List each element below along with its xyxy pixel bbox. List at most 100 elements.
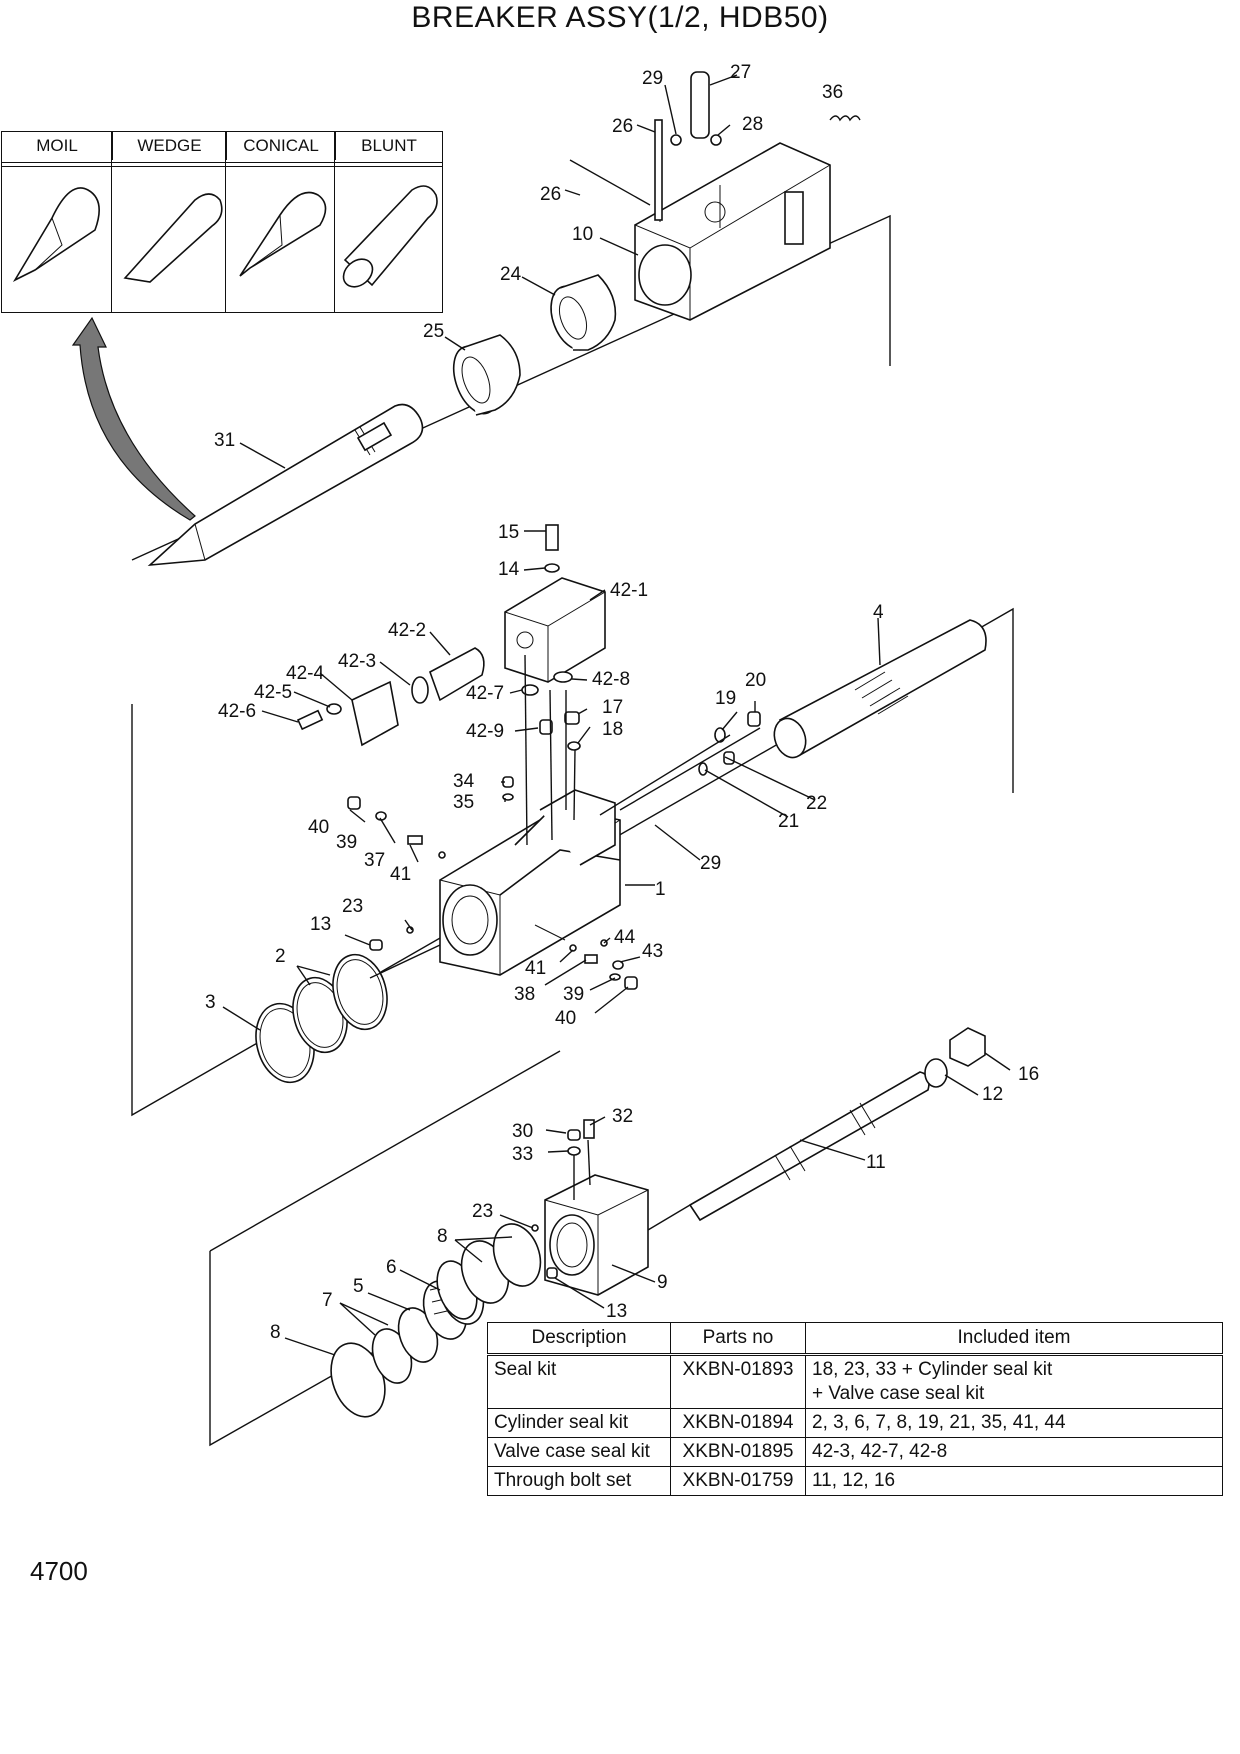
callout-42-6: 42-6: [218, 701, 256, 722]
callout-11: 11: [866, 1152, 886, 1173]
callout-labels: 29 27 36 26 28 26 10 24 25 31 15 14 42-1…: [205, 62, 1039, 1343]
tip-table-column-line: [111, 132, 112, 312]
tip-table-column-line: [225, 132, 226, 312]
cell-parts-no: XKBN-01894: [670, 1408, 806, 1438]
middle-small-parts: [296, 524, 761, 990]
callout-15: 15: [498, 522, 519, 543]
callout-40: 40: [555, 1008, 576, 1029]
cell-description: Valve case seal kit: [487, 1437, 671, 1467]
cell-description: Through bolt set: [487, 1466, 671, 1496]
callout-42-7: 42-7: [466, 683, 504, 704]
cover-42-4: [351, 680, 399, 747]
callout-41: 41: [390, 864, 411, 885]
callout-42-1: 42-1: [610, 580, 648, 601]
callout-37: 37: [364, 850, 385, 871]
callout-33: 33: [512, 1144, 533, 1165]
included-line: 18, 23, 33 + Cylinder seal kit: [812, 1359, 1053, 1380]
callout-42-3: 42-3: [338, 651, 376, 672]
table-row: Seal kit XKBN-01893 18, 23, 33 + Cylinde…: [487, 1354, 1223, 1409]
tip-conical-label: CONICAL: [227, 132, 336, 160]
callout-8: 8: [270, 1322, 281, 1343]
callout-42-9: 42-9: [466, 721, 504, 742]
included-line: + Valve case seal kit: [812, 1383, 985, 1404]
callout-23: 23: [472, 1201, 493, 1222]
cell-description: Cylinder seal kit: [487, 1408, 671, 1438]
callout-22: 22: [806, 793, 827, 814]
callout-14: 14: [498, 559, 520, 580]
callout-24: 24: [500, 264, 522, 285]
cell-parts-no: XKBN-01895: [670, 1437, 806, 1467]
callout-31: 31: [214, 430, 235, 451]
callout-29: 29: [700, 853, 721, 874]
table-header-row: Description Parts no Included item: [487, 1322, 1223, 1356]
callout-26: 26: [612, 116, 633, 137]
cell-included-item: 11, 12, 16: [805, 1466, 1223, 1496]
cell-included-item: 42-3, 42-7, 42-8: [805, 1437, 1223, 1467]
callout-42-4: 42-4: [286, 663, 324, 684]
tool-tip-table: MOIL WEDGE CONICAL BLUNT: [1, 131, 443, 313]
callout-6: 6: [386, 1257, 397, 1278]
front-head-10: [634, 142, 831, 321]
callout-10: 10: [572, 224, 593, 245]
callout-42-5: 42-5: [254, 682, 292, 703]
top-small-parts: [569, 71, 861, 222]
tip-blunt-label: BLUNT: [361, 136, 417, 155]
callout-29: 29: [642, 68, 663, 89]
leader-lines: [222, 74, 1011, 1356]
valve-case-9: [544, 1174, 649, 1296]
tool-arrow: [71, 316, 196, 521]
callout-42-2: 42-2: [388, 620, 426, 641]
bush-25: [452, 334, 521, 416]
callout-4: 4: [873, 602, 884, 623]
callout-27: 27: [730, 62, 751, 83]
tool-tip-sketches: [12, 185, 438, 288]
callout-26: 26: [540, 184, 561, 205]
callout-1: 1: [655, 879, 666, 900]
callout-13: 13: [310, 914, 331, 935]
valve-block-top: [539, 789, 616, 866]
callout-16: 16: [1018, 1064, 1039, 1085]
column-header-description: Description: [487, 1322, 671, 1356]
callout-5: 5: [353, 1276, 364, 1297]
valve-spool-42-2: [429, 647, 485, 702]
callout-34: 34: [453, 771, 475, 792]
cell-included-item: 2, 3, 6, 7, 8, 19, 21, 35, 41, 44: [805, 1408, 1223, 1438]
cell-description: Seal kit: [487, 1354, 671, 1409]
through-bolt-11: [688, 1027, 986, 1222]
callout-28: 28: [742, 114, 763, 135]
callout-30: 30: [512, 1121, 533, 1142]
callout-40: 40: [308, 817, 329, 838]
callout-23: 23: [342, 896, 363, 917]
callout-43: 43: [642, 941, 663, 962]
table-row: Valve case seal kit XKBN-01895 42-3, 42-…: [487, 1437, 1223, 1467]
callout-13: 13: [606, 1301, 627, 1322]
cell-parts-no: XKBN-01759: [670, 1466, 806, 1496]
bush-24: [550, 274, 617, 351]
tip-table-divider: [2, 166, 442, 167]
callout-18: 18: [602, 719, 623, 740]
callout-21: 21: [778, 811, 799, 832]
callout-9: 9: [657, 1272, 668, 1293]
table-row: Cylinder seal kit XKBN-01894 2, 3, 6, 7,…: [487, 1408, 1223, 1438]
callout-32: 32: [612, 1106, 633, 1127]
callout-42-8: 42-8: [592, 669, 630, 690]
valve-body-42-1: [504, 577, 606, 683]
page-number: 4700: [30, 1556, 88, 1586]
tip-wedge-label: WEDGE: [113, 132, 227, 160]
bottom-small-parts: [531, 1119, 691, 1279]
callout-41: 41: [525, 958, 546, 979]
tip-table-column-line: [334, 132, 335, 312]
callout-20: 20: [745, 670, 766, 691]
callout-3: 3: [205, 992, 216, 1013]
page-title: BREAKER ASSY(1/2, HDB50): [411, 1, 829, 34]
callout-8: 8: [437, 1226, 448, 1247]
seals-2-3: [255, 944, 441, 1084]
callout-7: 7: [322, 1290, 333, 1311]
callout-17: 17: [602, 697, 623, 718]
piston-4: [773, 619, 987, 759]
callout-25: 25: [423, 321, 444, 342]
column-header-included-item: Included item: [805, 1322, 1223, 1356]
callout-44: 44: [614, 927, 636, 948]
seal-kit-table: Description Parts no Included item Seal …: [487, 1322, 1223, 1496]
